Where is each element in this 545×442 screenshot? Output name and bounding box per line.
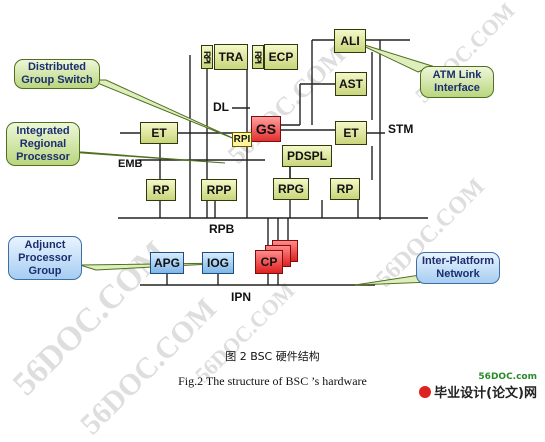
gs-box: GS [251,116,281,142]
iog-box: IOG [202,252,234,274]
stm-label: STM [388,122,414,136]
connection-lines [67,39,434,286]
dl-label: DL [213,100,229,114]
tra-box: TRA [214,44,248,70]
ali-box: ALI [334,29,366,53]
callout-inter-platform-network: Inter-Platform Network [416,252,500,284]
footer-url: 56DOC.com [478,372,537,382]
callout-distributed-group-switch: Distributed Group Switch [14,59,100,89]
pdspl-box: PDSPL [282,145,332,167]
footer-brand: 56DOC.com 毕业设计(论文)网 [419,372,537,401]
emb-label: EMB [118,158,143,170]
callout-integrated-regional-processor: Integrated Regional Processor [6,122,80,166]
rpg-box: RPG [273,178,309,200]
ipn-label: IPN [231,290,252,304]
apg-box: APG [150,252,184,274]
footer-logo-icon [419,385,432,398]
rpi-gs-box: RPI [232,132,252,147]
rpi-ecp-box: RPI [252,45,264,69]
et-left-box: ET [140,122,178,144]
footer-brand-text: 毕业设计(论文)网 [434,386,537,401]
rpb-label: RPB [209,222,235,236]
ast-box: AST [335,72,367,96]
caption-chinese: 图 2 BSC 硬件结构 [225,350,320,363]
rpp-box: RPP [201,179,237,201]
ecp-box: ECP [264,44,298,70]
rpi-tra-box: RPI [201,45,213,69]
cp-box: CP [255,250,283,274]
et-right-box: ET [335,121,367,145]
rp-left-box: RP [146,179,176,201]
bsc-hardware-diagram: 56DOC.COM 56DOC.COM 56DOC.COM 56DOC.COM … [6,0,537,441]
callout-atm-link-interface: ATM Link Interface [420,66,494,98]
rp-right-box: RP [330,178,360,200]
caption-english: Fig.2 The structure of BSC ’s hardware [178,374,367,388]
callout-adjunct-processor-group: Adjunct Processor Group [8,236,82,280]
